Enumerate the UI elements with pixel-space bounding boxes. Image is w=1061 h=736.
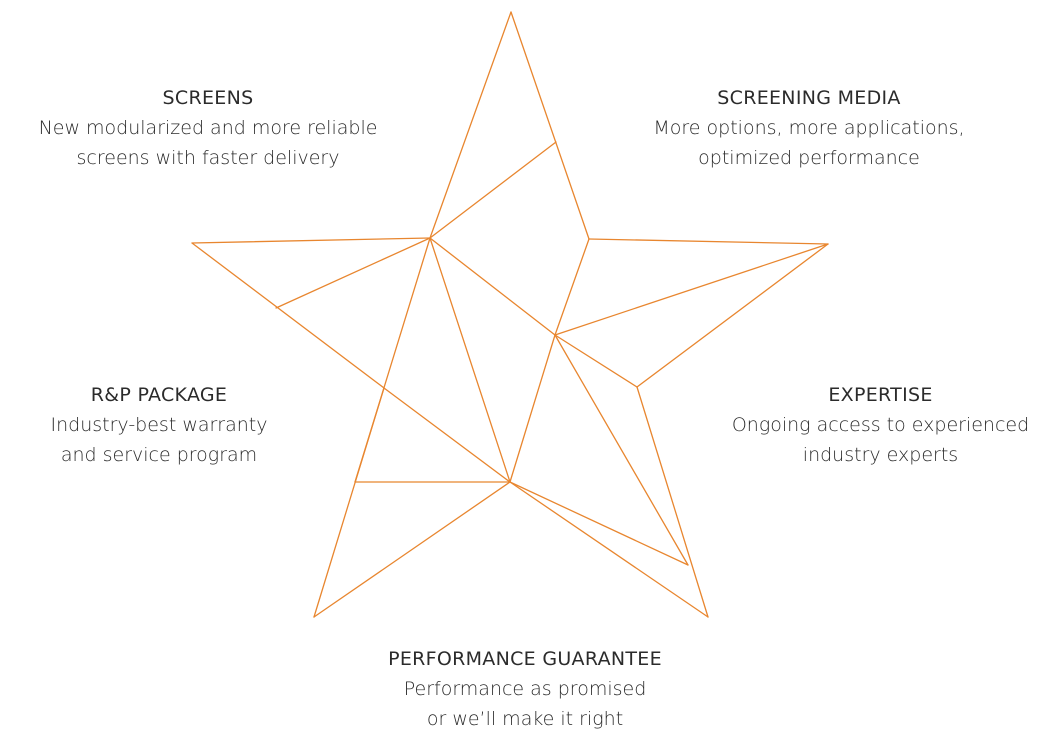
performance-guarantee-label: PERFORMANCE GUARANTEE Performance as pro… xyxy=(320,644,730,734)
facet-line xyxy=(554,238,590,336)
screens-title: SCREENS xyxy=(162,87,254,109)
rp-package-description-line2: and service program xyxy=(60,444,258,466)
screening-media-description-line2: optimized performance xyxy=(698,147,920,169)
facet-line xyxy=(429,237,511,483)
star-edge xyxy=(509,481,709,618)
star-edge xyxy=(191,237,431,244)
screens-label: SCREENS New modularized and more reliabl… xyxy=(0,83,416,173)
screens-description-line1: New modularized and more reliable xyxy=(38,117,378,139)
screens-description-line2: screens with faster delivery xyxy=(76,147,340,169)
star-edge xyxy=(191,242,385,389)
expertise-description-line2: industry experts xyxy=(802,444,959,466)
expertise-title: EXPERTISE xyxy=(828,384,933,406)
expertise-label: EXPERTISE Ongoing access to experienced … xyxy=(700,380,1061,470)
star-edge xyxy=(636,243,829,388)
facet-line xyxy=(354,237,431,483)
screening-media-label: SCREENING MEDIA More options, more appli… xyxy=(609,83,1009,173)
performance-guarantee-title: PERFORMANCE GUARANTEE xyxy=(388,648,662,670)
star-edge xyxy=(636,386,709,618)
screening-media-description-line1: More options, more applications, xyxy=(653,117,965,139)
screening-media-title: SCREENING MEDIA xyxy=(717,87,901,109)
expertise-description-line1: Ongoing access to experienced xyxy=(731,414,1030,436)
facet-line xyxy=(429,237,556,336)
facet-line xyxy=(509,481,689,566)
facet-line xyxy=(429,141,557,239)
star-edge xyxy=(313,481,511,618)
performance-guarantee-description-line1: Performance as promised xyxy=(403,678,647,700)
facet-line xyxy=(275,237,431,309)
facet-line xyxy=(509,334,556,483)
rp-package-title: R&P PACKAGE xyxy=(90,384,228,406)
rp-package-description-line1: Industry-best warranty xyxy=(50,414,268,436)
facet-line xyxy=(554,334,638,388)
star-edge xyxy=(429,11,512,239)
star-edge xyxy=(510,11,590,240)
performance-guarantee-description-line2: or we’ll make it right xyxy=(426,708,624,730)
star-edge xyxy=(588,238,829,245)
facet-line xyxy=(554,243,829,336)
facet-line xyxy=(383,387,511,483)
facet-line xyxy=(554,334,689,566)
rp-package-label: R&P PACKAGE Industry-best warranty and s… xyxy=(0,380,318,470)
